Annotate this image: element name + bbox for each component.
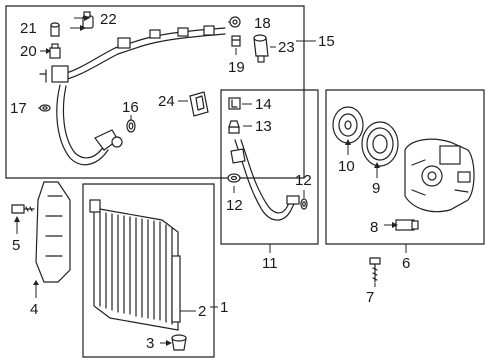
part-20-valve-core [49, 43, 61, 59]
label-1: 1 [220, 299, 228, 316]
label-11: 11 [262, 255, 278, 272]
label-4: 4 [30, 301, 38, 318]
label-8: 8 [370, 219, 378, 236]
part-4-bracket [35, 181, 71, 283]
part-18-o-ring [229, 16, 241, 28]
label-2: 2 [198, 303, 206, 320]
label-24: 24 [158, 93, 175, 110]
label-10: 10 [338, 158, 355, 175]
condenser-frame [82, 183, 215, 358]
label-23: 23 [278, 39, 295, 56]
part-9-pulley [361, 121, 399, 167]
part-19-valve-cap [231, 35, 241, 47]
part-24-bracket [189, 91, 209, 117]
part-8-relief-valve [395, 219, 419, 231]
label-16: 16 [122, 99, 139, 116]
label-12-right: 12 [295, 172, 312, 189]
part-12-o-ring-right [300, 198, 308, 210]
part-10-clutch-plate [332, 106, 364, 144]
liquid-line-hose [230, 139, 300, 221]
label-15: 15 [318, 33, 335, 50]
part-16-o-ring [126, 119, 136, 133]
part-13-valve-cap [228, 120, 240, 134]
part-14-label-tag [228, 97, 241, 110]
compressor-body [404, 138, 475, 213]
label-5: 5 [12, 237, 20, 254]
label-17: 17 [10, 100, 27, 117]
label-7: 7 [366, 289, 374, 306]
label-19: 19 [228, 59, 245, 76]
label-20: 20 [20, 43, 37, 60]
leader-lines [14, 15, 407, 346]
part-17-o-ring [39, 104, 51, 112]
label-22: 22 [100, 11, 117, 28]
label-6: 6 [402, 255, 410, 272]
label-14: 14 [255, 96, 272, 113]
part-2-condenser-core [89, 199, 181, 331]
part-7-bolt [369, 257, 381, 283]
label-13: 13 [255, 118, 272, 135]
label-3: 3 [146, 335, 154, 352]
part-23-sensor [253, 34, 269, 63]
label-9: 9 [372, 180, 380, 197]
label-18: 18 [254, 15, 271, 32]
suction-discharge-hose [39, 25, 226, 166]
part-5-bolt [11, 204, 35, 214]
compressor-frame [325, 89, 485, 245]
part-3-mount-bushing [171, 334, 187, 351]
part-21-cap [50, 22, 60, 37]
label-21: 21 [20, 20, 37, 37]
label-12-left: 12 [226, 197, 243, 214]
liquid-line-frame [220, 89, 319, 245]
hose-assembly-frame [5, 5, 305, 179]
part-12-o-ring-left [227, 173, 241, 183]
